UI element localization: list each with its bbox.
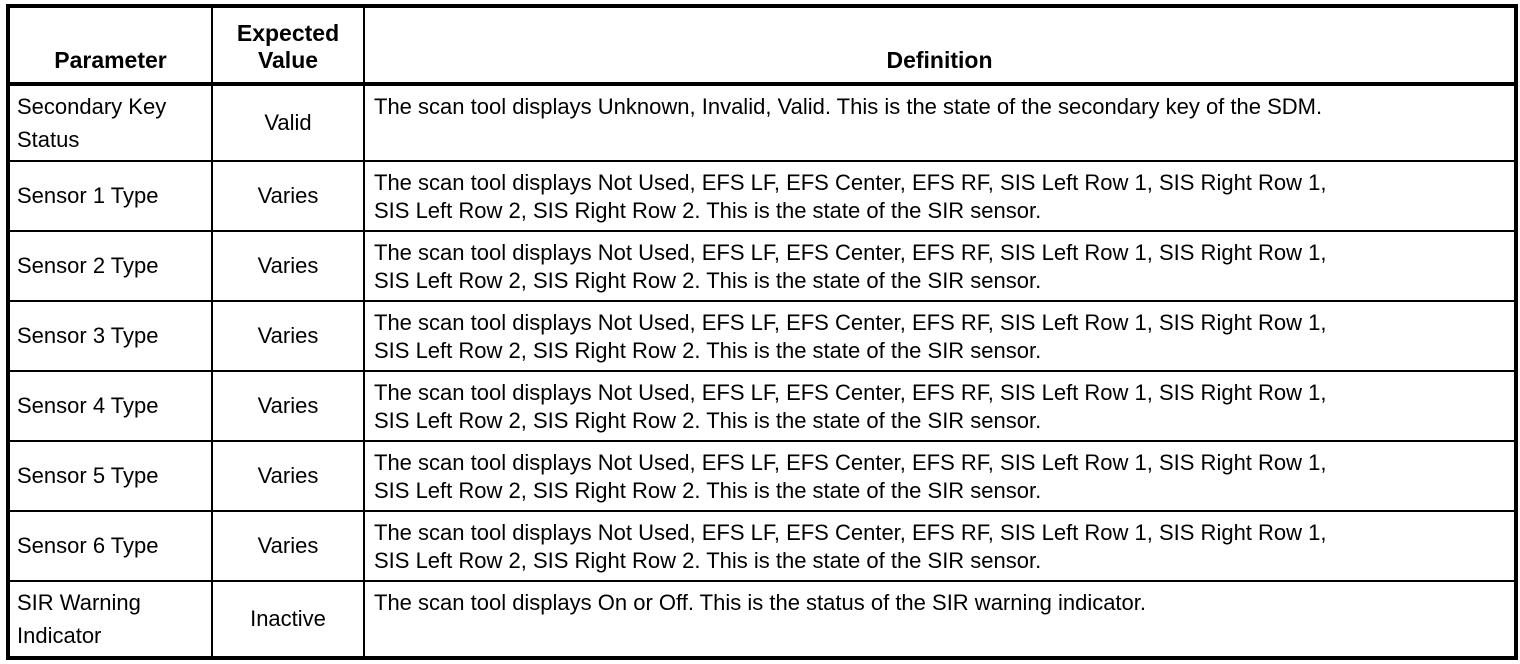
table-row: SIR Warning Indicator Inactive The scan … (7, 580, 1517, 659)
definition-line2: SIS Left Row 2, SIS Right Row 2. This is… (374, 548, 1042, 574)
cell-definition: The scan tool displays Not Used, EFS LF,… (363, 229, 1517, 302)
cell-expected-value: Varies (211, 159, 365, 232)
parameter-label-line1: SIR Warning (17, 590, 141, 616)
cell-expected-value: Valid (211, 83, 365, 162)
cell-parameter: Sensor 1 Type (7, 159, 213, 232)
definition-line1: The scan tool displays Not Used, EFS LF,… (374, 520, 1327, 546)
table-row: Secondary Key Status Valid The scan tool… (7, 83, 1517, 162)
table-body: Secondary Key Status Valid The scan tool… (7, 83, 1517, 659)
column-header-definition: Definition (363, 5, 1517, 86)
definition-line1: The scan tool displays Not Used, EFS LF,… (374, 239, 1327, 265)
column-header-expected-value-line2: Value (257, 47, 319, 73)
table-row: Sensor 1 Type Varies The scan tool displ… (7, 159, 1517, 232)
cell-parameter: SIR Warning Indicator (7, 580, 213, 659)
cell-parameter: Sensor 5 Type (7, 440, 213, 513)
definition-line1: The scan tool displays On or Off. This i… (374, 590, 1147, 616)
cell-definition: The scan tool displays On or Off. This i… (363, 580, 1517, 659)
table-row: Sensor 3 Type Varies The scan tool displ… (7, 299, 1517, 372)
cell-parameter: Sensor 3 Type (7, 299, 213, 372)
cell-definition: The scan tool displays Not Used, EFS LF,… (363, 440, 1517, 513)
cell-expected-value: Varies (211, 369, 365, 443)
column-header-parameter: Parameter (7, 5, 213, 86)
table-row: Sensor 6 Type Varies The scan tool displ… (7, 510, 1517, 583)
table-row: Sensor 2 Type Varies The scan tool displ… (7, 229, 1517, 302)
cell-definition: The scan tool displays Not Used, EFS LF,… (363, 299, 1517, 372)
parameter-label-line2: Status (17, 127, 80, 152)
table-header-row: Parameter Expected Value Definition (7, 5, 1517, 86)
column-header-expected-value: Expected Value (211, 5, 365, 86)
cell-expected-value: Varies (211, 229, 365, 302)
cell-expected-value: Inactive (211, 580, 365, 659)
definition-line2: SIS Left Row 2, SIS Right Row 2. This is… (374, 478, 1042, 504)
cell-parameter: Secondary Key Status (7, 83, 213, 162)
table-row: Sensor 5 Type Varies The scan tool displ… (7, 440, 1517, 513)
definition-line1: The scan tool displays Not Used, EFS LF,… (374, 450, 1327, 476)
definition-line1: The scan tool displays Not Used, EFS LF,… (374, 379, 1327, 405)
cell-parameter: Sensor 4 Type (7, 369, 213, 443)
parameter-label-line1: Secondary Key (17, 94, 167, 119)
column-header-expected-value-line1: Expected (236, 20, 340, 46)
cell-expected-value: Varies (211, 299, 365, 372)
parameter-definition-table: Parameter Expected Value Definition Seco… (6, 4, 1518, 660)
cell-expected-value: Varies (211, 510, 365, 583)
parameter-label-line2: Indicator (17, 623, 102, 649)
cell-parameter: Sensor 6 Type (7, 510, 213, 583)
cell-definition: The scan tool displays Not Used, EFS LF,… (363, 510, 1517, 583)
table-header: Parameter Expected Value Definition (7, 5, 1517, 86)
definition-line1: The scan tool displays Not Used, EFS LF,… (374, 169, 1327, 195)
table-row: Sensor 4 Type Varies The scan tool displ… (7, 369, 1517, 443)
cell-definition: The scan tool displays Not Used, EFS LF,… (363, 369, 1517, 443)
definition-line1: The scan tool displays Unknown, Invalid,… (374, 94, 1323, 119)
definition-line1: The scan tool displays Not Used, EFS LF,… (374, 309, 1327, 335)
definition-line2: SIS Left Row 2, SIS Right Row 2. This is… (374, 267, 1042, 293)
definition-line2: SIS Left Row 2, SIS Right Row 2. This is… (374, 407, 1042, 433)
parameter-definition-table-container: Parameter Expected Value Definition Seco… (6, 4, 1518, 660)
cell-parameter: Sensor 2 Type (7, 229, 213, 302)
definition-line2: SIS Left Row 2, SIS Right Row 2. This is… (374, 337, 1042, 363)
definition-line2: SIS Left Row 2, SIS Right Row 2. This is… (374, 197, 1042, 223)
cell-expected-value: Varies (211, 440, 365, 513)
cell-definition: The scan tool displays Not Used, EFS LF,… (363, 159, 1517, 232)
cell-definition: The scan tool displays Unknown, Invalid,… (363, 83, 1517, 162)
